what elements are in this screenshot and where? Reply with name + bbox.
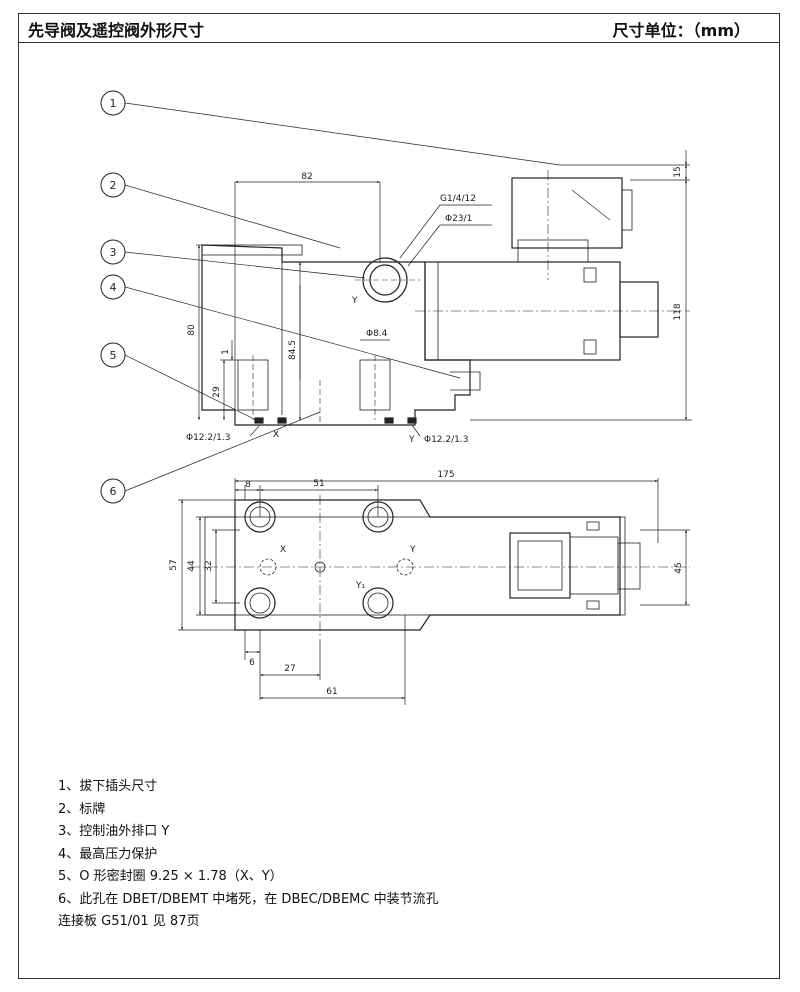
manual-override	[619, 281, 659, 338]
dim-84-5: 84.5	[288, 340, 298, 360]
seal-right	[384, 417, 394, 424]
callout-2-label: 2	[110, 179, 117, 192]
note-6: 6、此孔在 DBET/DBEMT 中堵死，在 DBEC/DBEMC 中装节流孔	[58, 891, 439, 907]
dim-51: 51	[313, 479, 324, 489]
dim-118: 118	[673, 303, 683, 320]
callout-1	[100, 90, 126, 116]
callout-3	[100, 239, 126, 265]
dim-8: 8	[245, 480, 251, 490]
note-5: 5、O 形密封圈 9.25 × 1.78（X、Y）	[58, 869, 283, 884]
dim-29: 29	[212, 386, 222, 398]
dim-phi8-4: Φ8.4	[366, 329, 388, 339]
top-plug	[509, 532, 571, 599]
note-1: 1、拔下插头尺寸	[58, 779, 158, 794]
note-connection-plate: 连接板 G51/01 见 87页	[58, 914, 200, 929]
top-view	[190, 495, 690, 640]
mount-hole-br	[362, 587, 394, 619]
top-dimensions	[178, 478, 690, 705]
dim-45: 45	[674, 562, 684, 573]
pressure-protection	[450, 371, 481, 391]
top-dim-labels: 175 8 51 57 44 32 45 6 27 61 X Y Y₁	[169, 470, 684, 697]
port-x-label: X	[273, 430, 279, 440]
note-4: 4、最高压力保护	[58, 846, 158, 862]
port-thread-label: G1/4/12	[440, 194, 476, 204]
callout-5	[100, 342, 126, 368]
callout-3-label: 3	[110, 246, 117, 259]
note-3: 3、控制油外排口 Y	[58, 824, 170, 839]
dim-32: 32	[204, 560, 214, 571]
dim-1: 1	[221, 349, 231, 355]
notes-list: 1、拔下插头尺寸 2、标牌 3、控制油外排口 Y 4、最高压力保护 5、O 形密…	[58, 776, 439, 934]
dim-57: 57	[169, 559, 179, 570]
callout-5-label: 5	[110, 349, 117, 362]
callout-4	[100, 274, 126, 300]
dim-175: 175	[437, 470, 454, 480]
dim-80: 80	[187, 324, 197, 336]
dim-82: 82	[301, 172, 312, 182]
mount-hole-bl	[244, 587, 276, 619]
callouts: 1 2 3 4 5 6	[100, 90, 126, 504]
top-port-x-label: X	[280, 545, 286, 555]
callout-1-label: 1	[110, 97, 117, 110]
callout-6-label: 6	[110, 485, 117, 498]
dim-44: 44	[187, 560, 197, 572]
front-dimensions	[124, 102, 692, 492]
seal-right-label: Φ12.2/1.3	[424, 435, 468, 445]
top-port-y1-label: Y₁	[355, 581, 365, 591]
dim-15: 15	[673, 166, 683, 177]
callout-6	[100, 478, 126, 504]
callout-4-label: 4	[110, 281, 117, 294]
seal-left-label: Φ12.2/1.3	[186, 433, 230, 443]
header-bar: 先导阀及遥控阀外形尺寸 尺寸单位：（mm）	[18, 13, 780, 43]
port-dia-label: Φ23/1	[445, 214, 472, 224]
port-y-label: Y	[408, 435, 415, 445]
callout-2	[100, 172, 126, 198]
seal-left	[254, 417, 264, 424]
port-y-top-label: Y	[351, 296, 358, 306]
dim-61: 61	[326, 687, 337, 697]
nameplate	[201, 244, 303, 256]
note-2: 2、标牌	[58, 801, 106, 817]
unit-label: 尺寸单位：（mm）	[612, 21, 750, 40]
y-port-outer	[362, 257, 408, 303]
front-dim-labels: 82 G1/4/12 Φ23/1 15 118 80 84.5 Φ8.4 29 …	[186, 166, 683, 445]
plug-connector	[511, 177, 623, 249]
dim-27: 27	[284, 664, 295, 674]
front-view	[201, 170, 690, 426]
valve-body-outline	[201, 244, 471, 426]
page-title: 先导阀及遥控阀外形尺寸	[28, 21, 205, 40]
top-port-y-label: Y	[409, 545, 416, 555]
drawing-frame	[18, 13, 780, 979]
dim-6: 6	[249, 658, 255, 668]
